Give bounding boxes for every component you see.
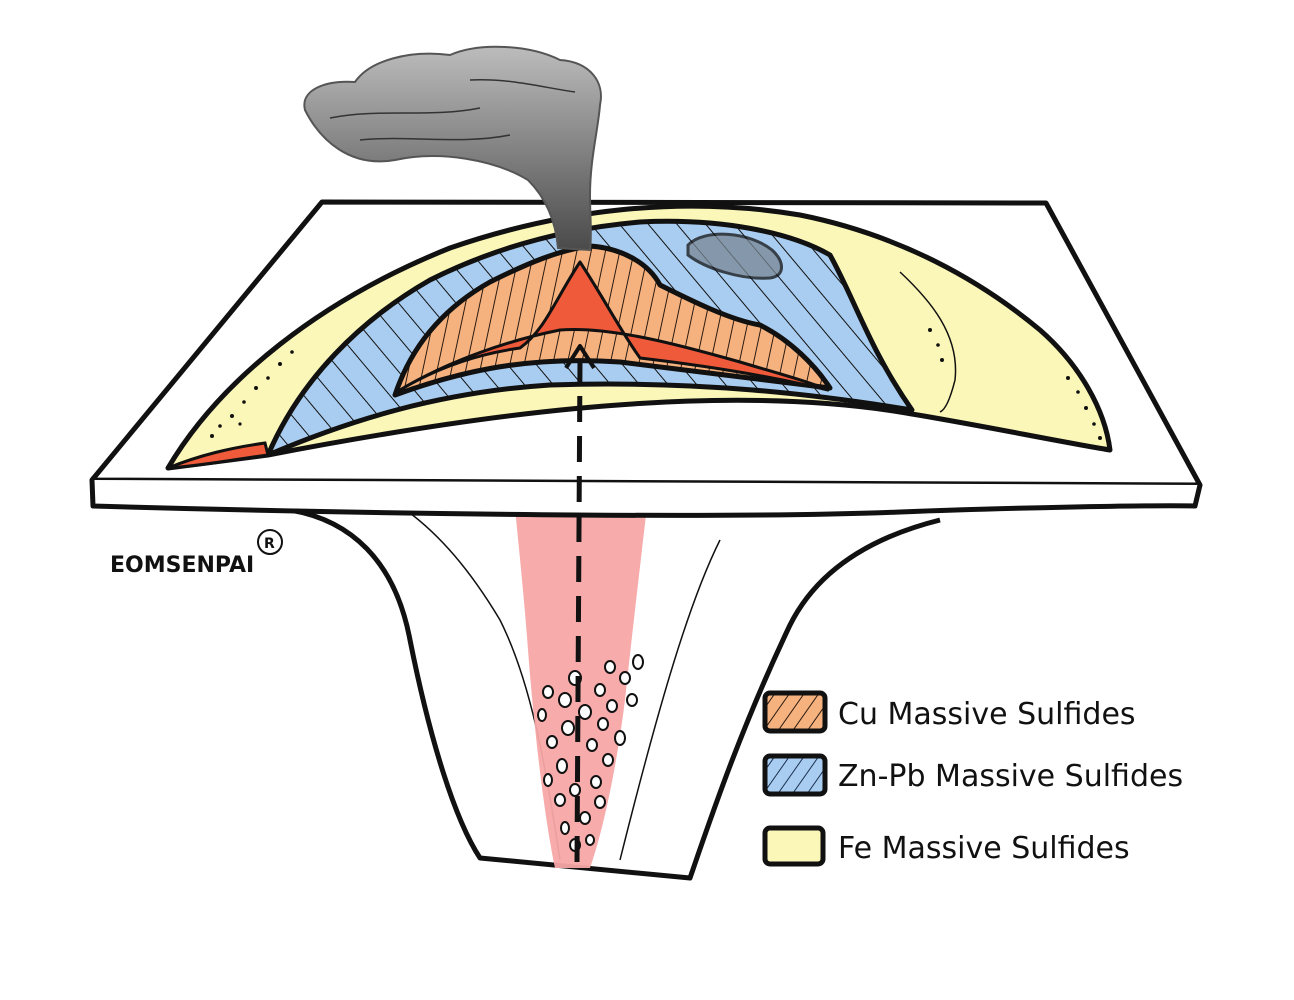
legend-swatch-zn-pb	[762, 753, 828, 797]
registered-mark: R	[264, 536, 275, 552]
fe-inner-contact	[899, 271, 957, 413]
legend-label-fe: Fe Massive Sulfides	[838, 831, 1130, 866]
fe-speckles	[210, 328, 1102, 440]
legend: Cu Massive Sulfides Zn-Pb Massive Sulfid…	[762, 690, 1183, 867]
legend-item-zn-pb: Zn-Pb Massive Sulfides	[762, 753, 1183, 797]
legend-item-fe: Fe Massive Sulfides	[762, 825, 1130, 867]
legend-item-cu: Cu Massive Sulfides	[762, 690, 1136, 734]
credit-text: EOMSENPAI	[110, 553, 254, 578]
left-red-lens	[167, 441, 270, 470]
legend-swatch-cu	[762, 690, 828, 734]
credit-signature: EOMSENPAI R	[110, 529, 283, 578]
registered-mark-circle	[257, 529, 283, 555]
smoke-contours	[329, 78, 576, 141]
seafloor-slab-front	[89, 479, 1203, 518]
fluid-path-arrow	[574, 359, 583, 863]
zn-pb-grey-lens	[686, 232, 783, 280]
legend-label-zn-pb: Zn-Pb Massive Sulfides	[838, 759, 1183, 794]
red-core-zone	[398, 260, 830, 392]
fluid-arrow-head	[564, 344, 596, 370]
legend-label-cu: Cu Massive Sulfides	[838, 697, 1136, 732]
legend-swatch-fe	[762, 825, 826, 867]
smoke-plume	[303, 45, 602, 252]
